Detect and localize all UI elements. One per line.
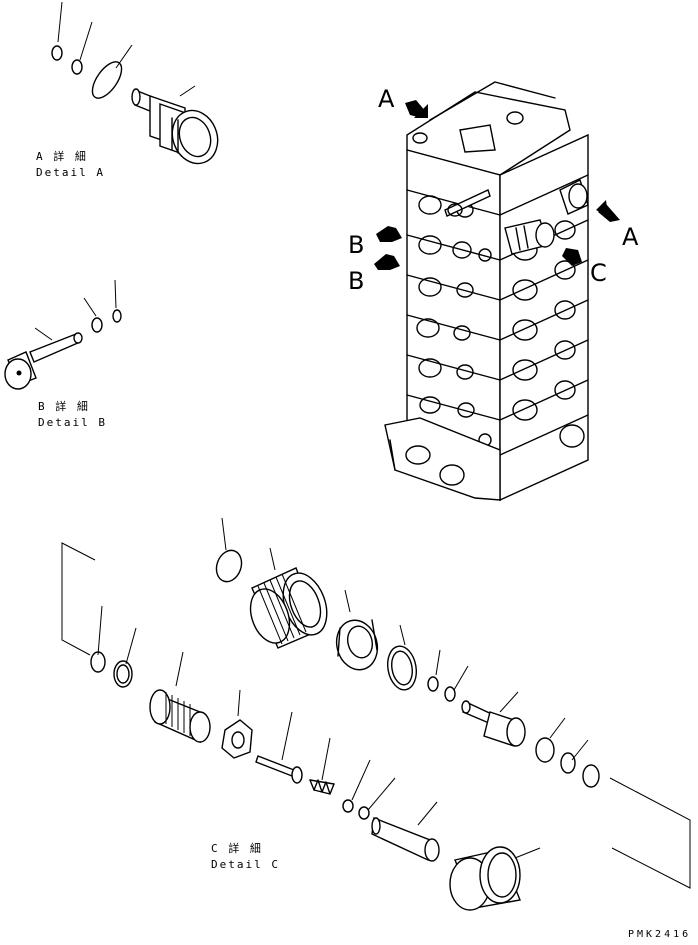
o-ring-small-icon	[358, 806, 370, 820]
arrow-c-label: C	[590, 259, 607, 287]
o-ring-small-icon	[560, 752, 576, 774]
spring-icon	[309, 779, 335, 795]
arrow-b-lower-label: B	[348, 267, 365, 295]
o-ring-small-icon	[71, 59, 83, 75]
drawing-code: PMK2416	[628, 929, 692, 940]
valve-stem-icon	[371, 817, 440, 862]
arrow-a-right-icon	[596, 200, 620, 222]
plug-a-icon	[131, 88, 219, 165]
detail-a-parts	[51, 1, 219, 165]
o-ring-small-icon	[342, 799, 354, 813]
detail-b-parts	[4, 279, 122, 390]
sleeve-icon	[249, 567, 328, 649]
detail-c-label-en: Detail C	[211, 858, 280, 871]
o-ring-icon	[215, 549, 243, 583]
arrow-c-icon	[562, 248, 582, 266]
detail-c-parts	[61, 517, 691, 911]
threaded-plug-icon	[149, 689, 211, 744]
backup-ring-icon	[391, 650, 413, 686]
arrow-a-right-label: A	[622, 223, 639, 251]
detail-b-label-jp: B 詳 細	[38, 400, 90, 413]
pin-icon	[255, 755, 303, 784]
nut-icon	[221, 719, 253, 759]
o-ring-small-icon	[444, 686, 456, 702]
o-ring-small-icon	[91, 317, 103, 333]
backup-ring-icon	[113, 660, 133, 688]
o-ring-small-icon	[427, 676, 439, 692]
detail-c-label-jp: C 詳 細	[211, 842, 263, 855]
valve-body-icon	[449, 846, 521, 911]
poppet-b-icon	[4, 332, 83, 390]
o-ring-small-icon	[112, 309, 122, 323]
detail-b-label-en: Detail B	[38, 416, 107, 429]
arrow-b-upper-label: B	[348, 231, 365, 259]
o-ring-small-icon	[90, 651, 106, 673]
poppet-c-icon	[461, 700, 526, 747]
backup-ring-icon	[386, 645, 418, 691]
o-ring-small-icon	[51, 45, 63, 61]
arrow-a-left-icon	[405, 100, 428, 118]
o-ring-icon	[582, 764, 600, 788]
o-ring-large-icon	[91, 61, 123, 99]
control-valve-assembly-icon	[384, 81, 589, 502]
arrow-a-left-label: A	[378, 85, 395, 113]
arrow-b-lower-icon	[374, 254, 400, 270]
detail-a-label-en: Detail A	[36, 166, 105, 179]
nut-icon	[335, 619, 379, 671]
detail-a-label-jp: A 詳 細	[36, 150, 88, 163]
backup-ring-icon	[535, 737, 555, 763]
arrow-b-upper-icon	[376, 226, 402, 242]
